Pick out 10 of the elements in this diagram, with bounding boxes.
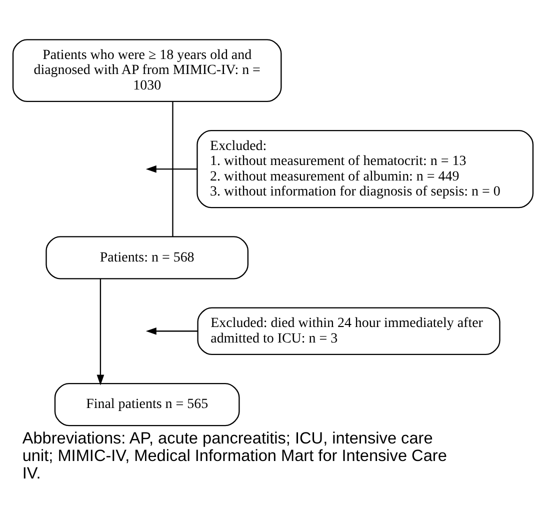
node-box: Excluded: died within 24 hour immediately after admitted to ICU: n = 3 bbox=[197, 306, 500, 355]
arrow bbox=[146, 164, 198, 172]
caption: Abbreviations: AP, acute pancreatitis; ICU, intensive care unit; MIMIC-IV, Medical Information Mart for Intensive Care IV. bbox=[22, 428, 447, 482]
node-box: Final patients n = 565 bbox=[54, 382, 240, 426]
arrow bbox=[146, 326, 198, 334]
node-box: Patients: n = 568 bbox=[46, 236, 249, 279]
node-box: Patients who were ≥ 18 years old and diagnosed with AP from MIMIC-IV: n = 1030 bbox=[12, 38, 282, 102]
node-box: Excluded: 1. without measurement of hematocrit: n = 13 2. without measurement of albumin: n = 449 3. without information for diagnosis of sepsis: n = 0 bbox=[196, 130, 534, 208]
connector bbox=[172, 100, 174, 236]
arrow bbox=[96, 278, 104, 385]
